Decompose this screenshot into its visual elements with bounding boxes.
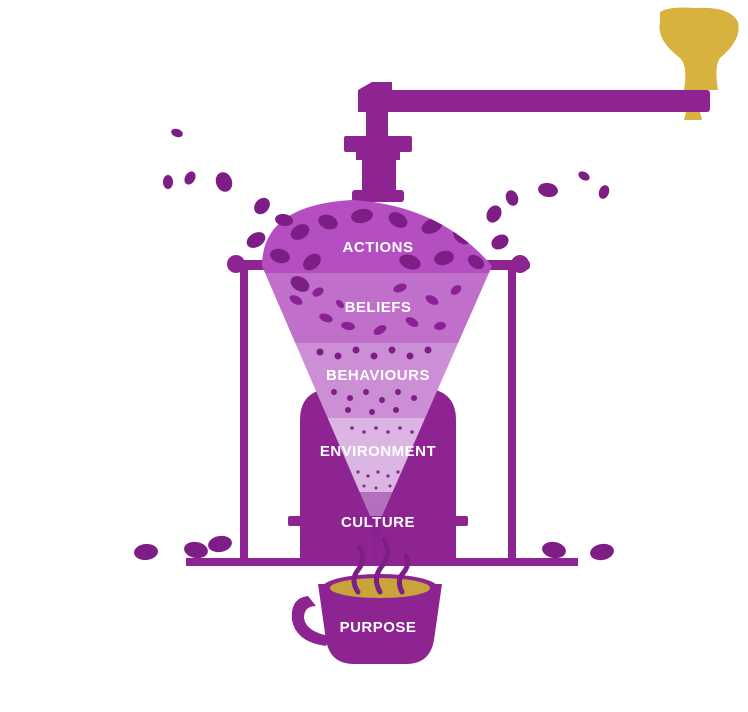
grounds-stream	[370, 516, 382, 560]
layer-label-beliefs: BELIEFS	[345, 299, 412, 316]
layer-label-actions: ACTIONS	[343, 239, 414, 256]
steam-icon	[351, 537, 411, 595]
grinder-spindle	[344, 110, 412, 202]
layer-label-behaviours: BEHAVIOURS	[326, 367, 430, 384]
cup-label-purpose: PURPOSE	[340, 619, 417, 636]
handle-knob-icon	[659, 7, 739, 90]
coffee-cup	[291, 574, 442, 664]
loose-beans	[134, 128, 614, 561]
grinder-handle	[358, 82, 710, 120]
layer-label-environment: ENVIRONMENT	[320, 443, 436, 460]
layer-label-culture: CULTURE	[341, 514, 415, 531]
